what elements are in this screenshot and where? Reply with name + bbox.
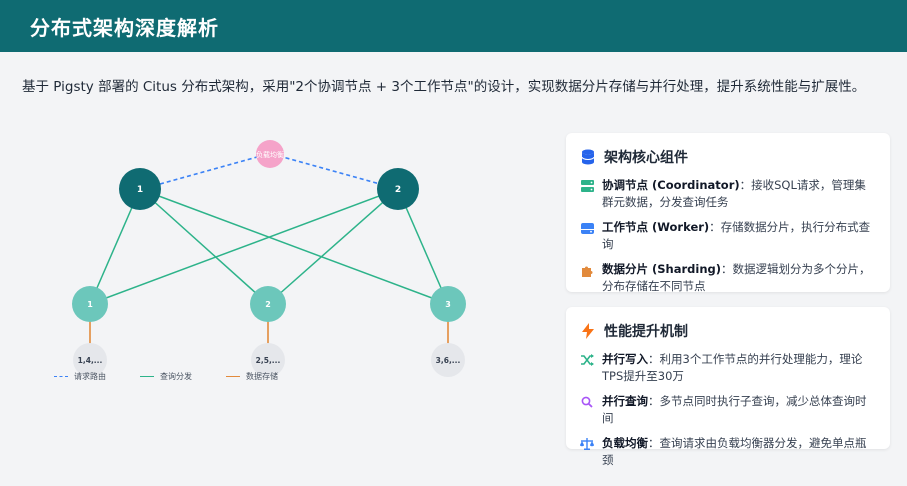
hdd-icon — [580, 221, 594, 235]
query-line — [89, 188, 399, 305]
component-desc: ：接收SQL请求，管理集群元数据，分发查询任务 — [602, 178, 866, 209]
mechanism-desc: ：查询请求由负载均衡器分发，避免单点瓶颈 — [602, 436, 867, 467]
route-line-1 — [159, 153, 269, 185]
architecture-diagram: 负载均衡 1 2 1 2 3 1,4,... 2,5,... 3,6,... — [40, 132, 530, 392]
puzzle-icon — [580, 263, 594, 277]
balance-icon — [580, 437, 594, 451]
core-components-title-text: 架构核心组件 — [604, 150, 688, 166]
query-line — [139, 188, 449, 305]
shard-label-1: 1,4,... — [78, 356, 103, 365]
coordinator-node-1 — [119, 168, 161, 210]
performance-title-text: 性能提升机制 — [604, 324, 688, 340]
load-balancer-node — [256, 140, 284, 168]
mechanism-item-parallel-query: 并行查询：多节点同时执行子查询，减少总体查询时间 — [580, 393, 876, 427]
search-icon — [580, 395, 594, 409]
legend-query-swatch — [140, 376, 154, 377]
component-item-sharding: 数据分片 (Sharding)：数据逻辑划分为多个分片，分布存储在不同节点 — [580, 261, 876, 295]
component-item-coordinator: 协调节点 (Coordinator)：接收SQL请求，管理集群元数据，分发查询任… — [580, 177, 876, 211]
server-icon — [580, 179, 594, 193]
page-title: 分布式架构深度解析 — [30, 15, 219, 40]
mechanism-name: 并行查询 — [602, 394, 648, 408]
mechanism-item-parallel-write: 并行写入：利用3个工作节点的并行处理能力，理论TPS提升至30万 — [580, 351, 876, 385]
query-line — [139, 188, 269, 305]
shard-node-2 — [251, 343, 285, 377]
intro-text: 基于 Pigsty 部署的 Citus 分布式架构，采用"2个协调节点 + 3个… — [22, 79, 866, 95]
worker-node-2 — [250, 286, 286, 322]
component-name: 协调节点 (Coordinator) — [602, 178, 740, 192]
shard-node-1 — [73, 343, 107, 377]
mechanism-name: 并行写入 — [602, 352, 648, 366]
mechanism-desc: ：利用3个工作节点的并行处理能力，理论TPS提升至30万 — [602, 352, 863, 383]
mechanism-name: 负载均衡 — [602, 436, 648, 450]
legend-route-swatch — [54, 376, 68, 377]
legend-route-label: 请求路由 — [74, 372, 106, 381]
coordinator-label-1: 1 — [137, 185, 143, 195]
worker-node-3 — [430, 286, 466, 322]
component-desc: ：存储数据分片，执行分布式查询 — [602, 220, 871, 251]
component-name: 数据分片 (Sharding) — [602, 262, 722, 276]
core-components-title: 架构核心组件 — [580, 147, 876, 167]
route-line-2 — [271, 153, 381, 185]
component-name: 工作节点 (Worker) — [602, 220, 710, 234]
worker-label-1: 1 — [87, 300, 93, 309]
load-balancer-label: 负载均衡 — [256, 150, 284, 159]
database-icon — [580, 149, 596, 165]
component-item-worker: 工作节点 (Worker)：存储数据分片，执行分布式查询 — [580, 219, 876, 253]
diagram-legend: 请求路由 查询分发 数据存储 — [54, 371, 312, 382]
performance-card: 性能提升机制 并行写入：利用3个工作节点的并行处理能力，理论TPS提升至30万 … — [566, 307, 890, 467]
legend-store-swatch — [226, 376, 240, 377]
page-header: 分布式架构深度解析 — [0, 0, 907, 52]
legend-store-label: 数据存储 — [246, 372, 278, 381]
legend-query: 查询分发 — [140, 371, 192, 382]
shuffle-icon — [580, 353, 594, 367]
shard-node-3 — [431, 343, 465, 377]
performance-title: 性能提升机制 — [580, 321, 876, 341]
coordinator-label-2: 2 — [395, 185, 401, 195]
worker-label-2: 2 — [265, 300, 271, 309]
coordinator-node-2 — [377, 168, 419, 210]
legend-query-label: 查询分发 — [160, 372, 192, 381]
mechanism-item-load-balance: 负载均衡：查询请求由负载均衡器分发，避免单点瓶颈 — [580, 435, 876, 469]
legend-store: 数据存储 — [226, 371, 278, 382]
shard-label-3: 3,6,... — [436, 356, 461, 365]
bolt-icon — [580, 323, 596, 339]
component-desc: ：数据逻辑划分为多个分片，分布存储在不同节点 — [602, 262, 871, 293]
worker-node-1 — [72, 286, 108, 322]
core-components-card: 架构核心组件 协调节点 (Coordinator)：接收SQL请求，管理集群元数… — [566, 133, 890, 295]
legend-route: 请求路由 — [54, 371, 106, 382]
worker-label-3: 3 — [445, 300, 451, 309]
shard-label-2: 2,5,... — [256, 356, 281, 365]
query-line — [267, 188, 399, 305]
mechanism-desc: ：多节点同时执行子查询，减少总体查询时间 — [602, 394, 867, 425]
